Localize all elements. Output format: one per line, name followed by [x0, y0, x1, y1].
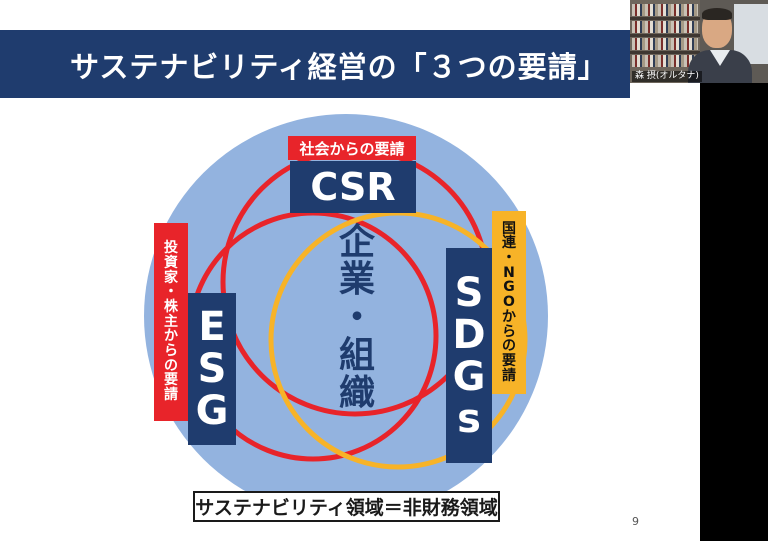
slide-title: サステナビリティ経営の「３つの要請」 [70, 50, 608, 84]
video-side-panel [700, 83, 768, 541]
sustainability-domain-caption: サステナビリティ領域＝非財務領域 [193, 491, 500, 522]
page-number: 9 [632, 515, 639, 528]
bookshelf-background [630, 0, 700, 83]
participant-name: 森 摂(オルタナ) [632, 71, 702, 82]
esg-tag: 投資家・株主からの要請 [154, 223, 188, 421]
participant-video-thumbnail[interactable]: 森 摂(オルタナ) [630, 0, 768, 83]
participant-hair [702, 8, 732, 20]
csr-tag: 社会からの要請 [288, 136, 416, 160]
csr-label: CSR [290, 161, 416, 213]
slide-title-bar [0, 30, 630, 98]
company-organization-label: 企業・組織 [338, 221, 375, 414]
